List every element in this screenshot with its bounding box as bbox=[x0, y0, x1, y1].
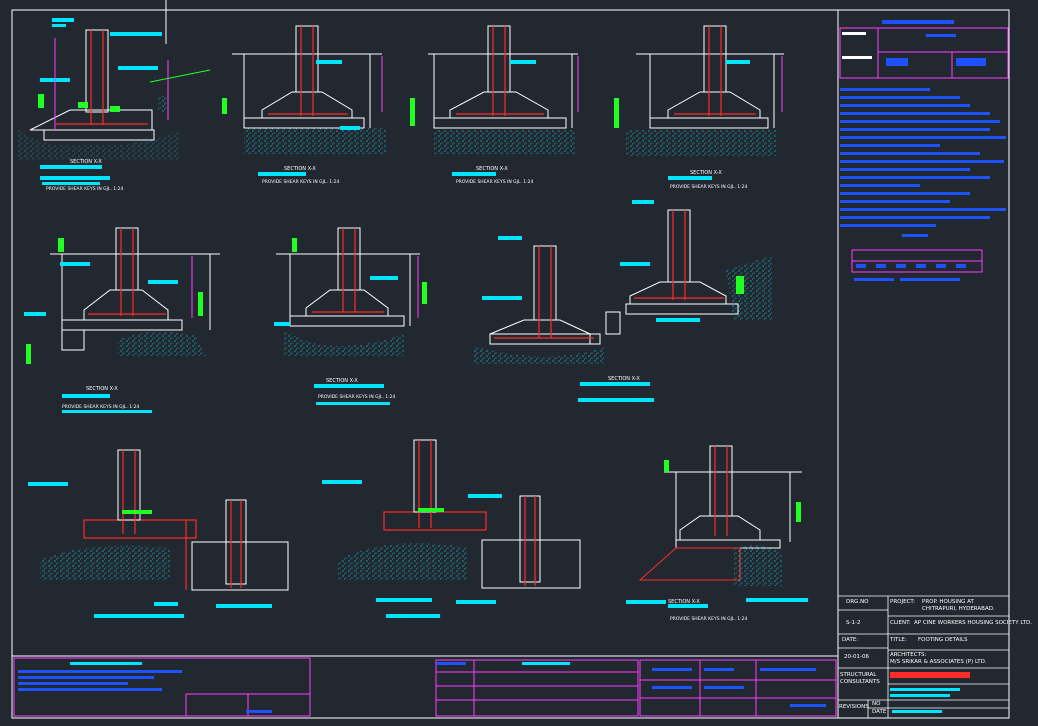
footing-detail-1 bbox=[18, 29, 211, 160]
stepped-footing-left bbox=[28, 449, 289, 618]
bottom-notes-table bbox=[13, 657, 837, 717]
section-title: SECTION X-X bbox=[690, 170, 722, 176]
footing-detail-5-caption: SECTION X-X PROVIDE SHEAR KEYS IN GJL. 1… bbox=[62, 386, 152, 413]
bottom-notes-blocks bbox=[18, 662, 826, 713]
consultant-line bbox=[890, 688, 960, 691]
revisions-label: REVISIONS bbox=[839, 704, 869, 710]
title-value: FOOTING DETAILS bbox=[918, 637, 968, 643]
section-title: SECTION X-X bbox=[86, 386, 118, 392]
footing-detail-7 bbox=[474, 236, 604, 364]
client-label: CLIENT: bbox=[890, 620, 911, 626]
revision-date-label: DATE bbox=[872, 709, 887, 715]
architects-value: M/S SRIKAR & ASSOCIATES (P) LTD. bbox=[890, 659, 987, 665]
section-title: SECTION X-X bbox=[476, 166, 508, 172]
consultant-stamp bbox=[890, 672, 970, 678]
date-label: DATE: bbox=[842, 637, 859, 643]
stepped-footing-middle bbox=[322, 439, 581, 618]
section-note: PROVIDE SHEAR KEYS IN GJL. 1:24 bbox=[62, 404, 140, 410]
section-title: SECTION X-X bbox=[608, 376, 640, 382]
client-value: AP CINE WORKERS HOUSING SOCIETY LTD. bbox=[914, 620, 1032, 626]
section-note: PROVIDE SHEAR KEYS IN GJL. 1:24 bbox=[262, 179, 340, 185]
footing-detail-2 bbox=[222, 25, 386, 154]
top-left-note bbox=[52, 0, 167, 44]
footing-detail-1-caption: SECTION X-X PROVIDE SHEAR KEYS IN GJL. 1… bbox=[40, 159, 124, 192]
footing-detail-8 bbox=[605, 200, 772, 335]
section-title: SECTION X-X bbox=[284, 166, 316, 172]
project-line1: PROP. HOUSING AT bbox=[922, 599, 974, 605]
structural-notes-panel bbox=[839, 20, 1009, 281]
footing-detail-3 bbox=[410, 25, 579, 154]
title-block-grid bbox=[838, 595, 1009, 718]
section-note: PROVIDE SHEAR KEYS IN GJL. 1:24 bbox=[46, 186, 124, 192]
footing-detail-3-caption: SECTION X-X PROVIDE SHEAR KEYS IN GJL. 1… bbox=[452, 166, 534, 185]
footing-detail-2-caption: SECTION X-X PROVIDE SHEAR KEYS IN GJL. 1… bbox=[258, 166, 340, 185]
project-label: PROJECT: bbox=[890, 599, 916, 605]
section-note: PROVIDE SHEAR KEYS IN GJL. 1:24 bbox=[670, 616, 748, 622]
section-title: SECTION X-X bbox=[326, 378, 358, 384]
footing-detail-4 bbox=[614, 25, 784, 156]
slope-footing-right-caption: SECTION X-X PROVIDE SHEAR KEYS IN GJL. 1… bbox=[668, 599, 748, 622]
footing-detail-8-caption: SECTION X-X bbox=[578, 376, 654, 402]
section-title: SECTION X-X bbox=[70, 159, 102, 165]
project-line2: CHITRAPURI, HYDERABAD. bbox=[922, 606, 995, 612]
date-value: 20-01-06 bbox=[844, 654, 869, 660]
footing-detail-4-caption: SECTION X-X PROVIDE SHEAR KEYS IN GJL. 1… bbox=[668, 170, 748, 190]
consultant-line bbox=[890, 694, 950, 697]
footing-detail-5 bbox=[24, 227, 220, 364]
section-note: PROVIDE SHEAR KEYS IN GJL. 1:24 bbox=[670, 184, 748, 190]
revision-no-label: NO bbox=[872, 701, 881, 707]
title-label: TITLE: bbox=[890, 637, 907, 643]
slope-footing-right bbox=[626, 445, 808, 604]
section-title: SECTION X-X bbox=[668, 599, 700, 605]
footing-detail-6-caption: SECTION X-X PROVIDE SHEAR KEYS IN GJL. 1… bbox=[314, 378, 396, 405]
architects-label: ARCHITECTS: bbox=[890, 652, 927, 658]
drg-no-value: S-1-2 bbox=[846, 620, 861, 626]
footing-detail-6 bbox=[274, 227, 427, 356]
section-note: PROVIDE SHEAR KEYS IN GJL. 1:24 bbox=[318, 394, 396, 400]
drg-no-label: DRG.NO bbox=[846, 599, 869, 605]
sheet-border bbox=[11, 9, 1010, 719]
revision-line bbox=[892, 710, 942, 713]
consultants-label: STRUCTURAL CONSULTANTS bbox=[840, 672, 880, 686]
section-note: PROVIDE SHEAR KEYS IN GJL. 1:24 bbox=[456, 179, 534, 185]
